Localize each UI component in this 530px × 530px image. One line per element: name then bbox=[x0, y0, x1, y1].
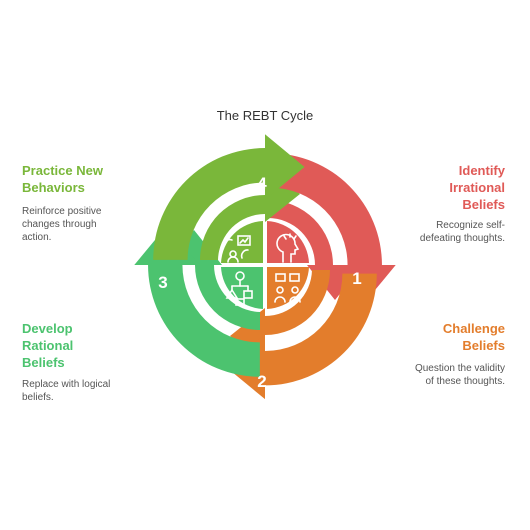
step-1-quadrant bbox=[267, 221, 309, 263]
step-1-heading-line: Irrational bbox=[449, 180, 505, 195]
idea-flowchart-icon bbox=[225, 271, 253, 306]
step-3-description-line: beliefs. bbox=[22, 392, 54, 403]
step-4-heading: Practice New Behaviors bbox=[22, 162, 152, 196]
step-2-heading-line: Challenge bbox=[442, 321, 505, 336]
step-3-heading-line: Develop bbox=[22, 321, 73, 336]
step-1-description: Recognize self- defeating thoughts. bbox=[380, 219, 505, 245]
step-2-heading-line: Beliefs bbox=[462, 338, 505, 353]
step-1-heading-line: Identify bbox=[458, 163, 505, 178]
step-2-description: Question the validity of these thoughts. bbox=[380, 362, 505, 388]
step-3-number: 3 bbox=[158, 273, 167, 292]
step-3-description-line: Replace with logical bbox=[22, 379, 111, 390]
step-1-heading-line: Beliefs bbox=[462, 197, 505, 212]
step-3-heading-line: Rational bbox=[22, 338, 74, 353]
diagram-title: The REBT Cycle bbox=[216, 108, 314, 123]
step-2-number: 2 bbox=[257, 372, 266, 391]
step-2-description-line: of these thoughts. bbox=[425, 376, 505, 387]
step-1-description-line: Recognize self- bbox=[436, 220, 505, 231]
step-4-number: 4 bbox=[257, 174, 267, 193]
step-4-description-line: changes through bbox=[22, 219, 97, 230]
step-1-ring-segment bbox=[270, 153, 396, 305]
step-1-heading: Identify Irrational Beliefs bbox=[375, 162, 505, 213]
step-4-description: Reinforce positive changes through actio… bbox=[22, 205, 142, 244]
step-1-number: 1 bbox=[352, 269, 361, 288]
step-4-ring-segment bbox=[153, 134, 305, 260]
step-2-arc-arrow bbox=[230, 270, 330, 364]
step-3-heading: Develop Rational Beliefs bbox=[22, 320, 152, 371]
step-4-description-line: Reinforce positive bbox=[22, 206, 102, 217]
head-thought-icon bbox=[276, 233, 300, 263]
step-3-heading-line: Beliefs bbox=[22, 355, 65, 370]
presentation-icon bbox=[223, 235, 251, 263]
step-4-heading-line: Practice New bbox=[22, 163, 103, 178]
step-1-description-line: defeating thoughts. bbox=[419, 233, 505, 244]
step-2-heading: Challenge Beliefs bbox=[375, 320, 505, 354]
step-4-heading-line: Behaviors bbox=[22, 180, 85, 195]
step-2-ring-segment bbox=[225, 273, 377, 400]
step-3-ring-segment bbox=[134, 225, 260, 377]
outer-ring bbox=[134, 134, 396, 400]
inner-quadrants bbox=[221, 221, 309, 309]
step-2-description-line: Question the validity bbox=[414, 363, 505, 374]
step-3-description: Replace with logical beliefs. bbox=[22, 378, 142, 404]
debate-icon bbox=[274, 273, 301, 303]
step-4-description-line: action. bbox=[22, 232, 52, 243]
